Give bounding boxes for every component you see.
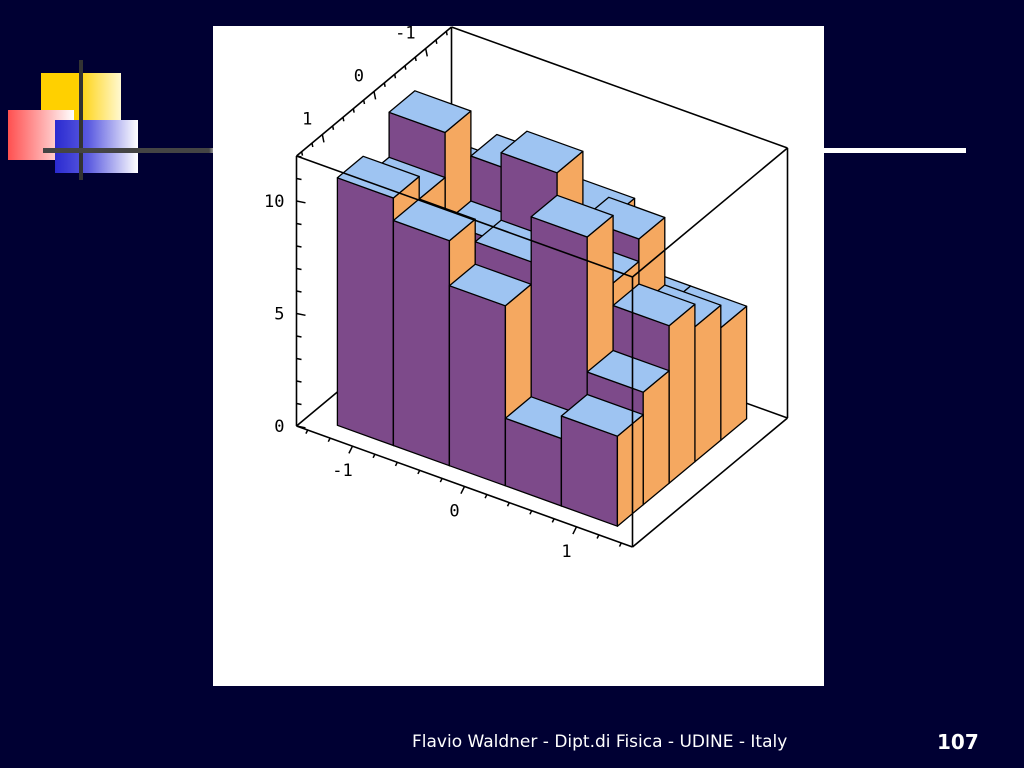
x-tick-mark xyxy=(394,461,398,467)
z-tick-mark xyxy=(296,290,302,293)
z-tick-mark xyxy=(296,357,302,361)
y-tick-mark xyxy=(352,108,355,113)
bar-face-top xyxy=(586,349,670,393)
y-tick-mark xyxy=(404,65,407,70)
z-tick-mark xyxy=(296,335,302,338)
box-edge xyxy=(451,26,788,149)
x-tick-mark xyxy=(372,453,376,459)
z-tick-label: 0 xyxy=(274,417,284,437)
y-tick-mark xyxy=(393,74,397,79)
y-tick-mark xyxy=(300,151,304,156)
y-tick-mark xyxy=(362,99,366,105)
box-edge xyxy=(296,155,633,278)
z-tick-label: 5 xyxy=(274,305,284,325)
z-tick-mark xyxy=(296,155,302,158)
bar-face-right xyxy=(668,303,696,484)
bar-face-top xyxy=(448,263,532,307)
x-tick-label: 0 xyxy=(449,502,459,522)
x-tick-mark xyxy=(417,470,421,475)
bar-face-right xyxy=(694,304,722,463)
x-tick-mark xyxy=(348,445,354,454)
y-tick-mark xyxy=(321,134,325,143)
z-tick-label: 10 xyxy=(264,192,284,212)
bar-face-top xyxy=(560,393,644,437)
y-tick-mark xyxy=(342,117,345,122)
x-tick-mark xyxy=(529,510,533,515)
z-tick-mark xyxy=(296,177,302,181)
y-tick-label: 1 xyxy=(302,110,312,130)
decor-blue-square xyxy=(55,120,138,173)
y-tick-mark xyxy=(383,82,386,87)
z-tick-mark xyxy=(296,222,302,226)
y-tick-mark xyxy=(331,125,335,130)
z-tick-mark xyxy=(296,380,302,383)
x-tick-mark xyxy=(572,526,578,535)
box-edge xyxy=(631,147,789,278)
bar-face-right xyxy=(642,370,670,506)
z-tick-mark xyxy=(296,267,302,271)
y-tick-mark xyxy=(424,48,429,57)
x-tick-label: -1 xyxy=(332,461,352,481)
bar-face-top xyxy=(530,194,614,238)
x-tick-mark xyxy=(305,429,309,434)
x-tick-mark xyxy=(327,437,331,443)
bar-face-right xyxy=(720,305,748,441)
decor-vertical-line xyxy=(79,60,83,180)
x-tick-mark xyxy=(506,502,510,507)
y-tick-mark xyxy=(373,91,377,100)
bar-face-top xyxy=(612,283,696,327)
z-tick-mark xyxy=(296,425,306,429)
bar-face-top xyxy=(388,90,472,134)
y-tick-mark xyxy=(435,39,438,44)
x-tick-mark xyxy=(618,542,622,547)
bars-layer xyxy=(336,90,748,527)
bar-face-top xyxy=(336,155,420,199)
page-number: 107 xyxy=(937,730,979,754)
bar-face-top xyxy=(500,130,584,174)
bar-face-left xyxy=(336,177,395,447)
bar-face-top xyxy=(392,198,476,242)
x-tick-label: 1 xyxy=(561,542,571,562)
y-tick-label: -1 xyxy=(395,26,415,44)
z-tick-mark xyxy=(296,200,306,204)
x-tick-mark xyxy=(460,486,466,495)
y-tick-label: 0 xyxy=(354,67,364,87)
box-edge xyxy=(631,417,789,548)
z-tick-mark xyxy=(296,402,302,406)
x-tick-mark xyxy=(439,478,443,483)
y-tick-mark xyxy=(311,142,314,148)
x-tick-mark xyxy=(596,534,600,539)
bar-face-left xyxy=(448,285,507,487)
z-tick-mark xyxy=(296,245,302,248)
y-tick-mark xyxy=(445,31,448,36)
x-tick-mark xyxy=(551,518,555,523)
y-tick-mark xyxy=(414,56,417,62)
footer-text: Flavio Waldner - Dipt.di Fisica - UDINE … xyxy=(412,732,788,752)
z-tick-mark xyxy=(296,312,306,317)
bar-face-left xyxy=(392,219,451,467)
x-tick-mark xyxy=(484,494,488,499)
bar xyxy=(560,393,644,527)
